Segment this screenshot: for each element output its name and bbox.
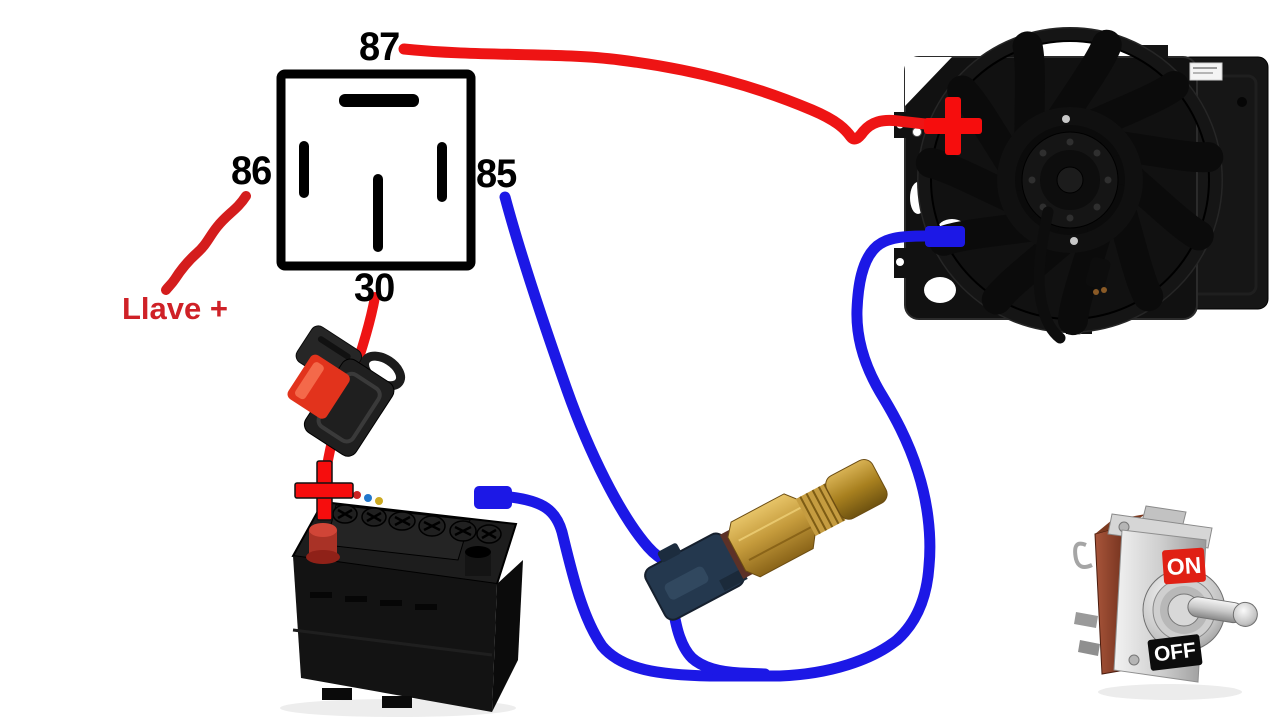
- fan-motor-conduit: [1033, 206, 1066, 344]
- cap-cross-marks: [337, 508, 497, 540]
- relay-pin-86-bar: [299, 141, 309, 198]
- plate-screw: [1128, 654, 1140, 666]
- wire-87-to-fan: [398, 43, 940, 145]
- battery-vent-slots: [310, 592, 437, 610]
- sensor-hex-body: [727, 493, 816, 578]
- switch-wire-loop: [1073, 541, 1093, 569]
- relay-pin-30-bar: [373, 174, 383, 252]
- sticker-line: [1193, 72, 1213, 74]
- sticker-line: [1193, 67, 1217, 69]
- label-dot-yellow: [375, 497, 383, 505]
- sensor-connector-slot: [664, 566, 709, 600]
- sensor-tip: [825, 459, 888, 520]
- battery-side: [492, 560, 523, 712]
- fan-positive-icon: [924, 97, 982, 155]
- relay-symbol: [276, 69, 476, 271]
- motor-screw: [1062, 115, 1070, 123]
- wire-battery-to-fan: [504, 230, 936, 682]
- relay-pin-85-label: 85: [476, 152, 517, 196]
- relay-pin-86-label: 86: [231, 149, 272, 193]
- label-dot-blue: [364, 494, 372, 502]
- fuse-cap-rib: [317, 336, 351, 360]
- temp-sensor: [644, 459, 888, 621]
- negative-post-top: [465, 546, 491, 558]
- fan-panel-hole: [1237, 97, 1247, 107]
- fan-sticker: [1189, 62, 1223, 81]
- fan-motor-plug: [1085, 257, 1111, 289]
- plug-pin: [1093, 289, 1099, 295]
- battery-positive-icon: [294, 460, 354, 521]
- sensor-connector-tab: [657, 543, 681, 563]
- battery-ground-connector: [474, 486, 512, 509]
- wire-85-to-sensor: [499, 191, 673, 568]
- relay-pin-87-bar: [339, 94, 419, 107]
- battery-foot: [322, 688, 352, 700]
- plug-pin: [1101, 287, 1107, 293]
- key-positive-label: Llave +: [122, 291, 228, 326]
- switch-shadow: [1098, 684, 1242, 700]
- switch-terminal: [1078, 640, 1100, 656]
- fuse-highlight: [295, 362, 324, 400]
- label-dot-red: [353, 491, 361, 499]
- wire-86-to-key: [161, 191, 251, 295]
- switch-off-label: OFF: [1147, 633, 1203, 672]
- car-battery: [291, 491, 523, 712]
- blade-fuse: [287, 354, 350, 419]
- switch-terminal: [1074, 612, 1098, 628]
- hex-highlight: [738, 506, 801, 542]
- hex-shade: [748, 526, 812, 561]
- motor-screw: [1070, 237, 1078, 245]
- fan-tab-hole: [896, 258, 904, 266]
- thread-lines: [799, 483, 845, 535]
- positive-post-top: [309, 523, 337, 537]
- fan-hub-cap: [1056, 166, 1084, 194]
- lever-ball: [1232, 601, 1258, 627]
- battery-front: [293, 556, 497, 712]
- positive-post-base: [306, 550, 340, 564]
- toggle-lever: [1187, 596, 1258, 627]
- radiator-fan: [894, 27, 1269, 344]
- fan-shroud-corner-cut: [905, 57, 952, 106]
- fan-negative-connector: [925, 226, 965, 247]
- shroud-cutout: [924, 277, 956, 303]
- relay-pin-30-label: 30: [354, 266, 395, 310]
- battery-ridge: [292, 628, 493, 657]
- relay-pin-85-bar: [437, 142, 447, 202]
- battery-foot: [382, 696, 412, 708]
- relay-pin-87-label: 87: [359, 25, 400, 69]
- sensor-connector-lip: [719, 568, 748, 592]
- fan-motor-ring: [997, 107, 1143, 253]
- relay-body: [276, 69, 476, 271]
- switch-on-label: ON: [1161, 547, 1207, 585]
- inline-fuse-holder: [287, 325, 406, 457]
